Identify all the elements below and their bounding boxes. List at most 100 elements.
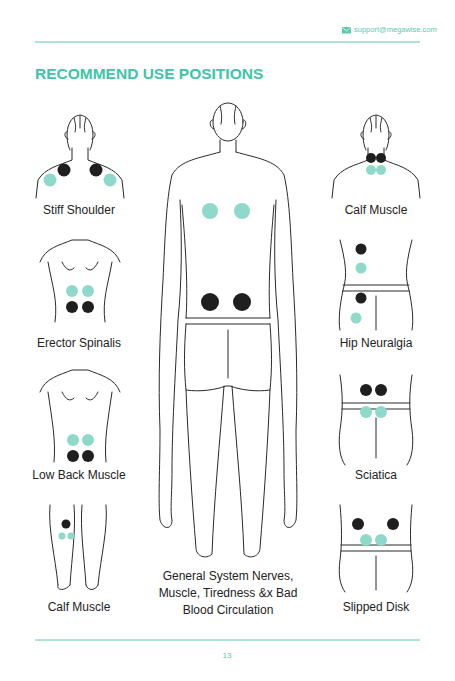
full-body-figure-part: [232, 386, 270, 557]
hip-figure: [339, 240, 413, 330]
position-label: Stiff Shoulder: [19, 203, 139, 217]
full-body-figure-part: [234, 203, 250, 219]
upper-back-figure-part: [82, 301, 94, 313]
lower-torso-figure-part: [360, 534, 372, 546]
legs-figure-part: [62, 520, 71, 529]
envelope-icon-part: [343, 28, 351, 32]
position-label: Calf Muscle: [19, 600, 139, 614]
shoulder-figure-part: [88, 148, 124, 198]
lower-torso-figure-part: [352, 518, 364, 530]
neck-figure-part: [366, 165, 376, 175]
hip-figure-part: [343, 285, 409, 291]
full-body-figure-part: [182, 205, 274, 318]
lower-back-figure-part: [82, 434, 94, 446]
contact-email: support@megawise.com: [354, 25, 449, 34]
buttocks-figure-part: [376, 418, 377, 458]
upper-back-figure-part: [104, 262, 112, 322]
position-label: Hip Neuralgia: [316, 336, 436, 350]
lower-torso-figure-part: [341, 545, 411, 551]
full-body-figure-part: [202, 203, 218, 219]
neck-figure-part: [361, 132, 391, 139]
rule-lines-part: [35, 640, 420, 641]
shoulder-figure-part: [90, 164, 103, 177]
position-label: Slipped Disk: [316, 600, 436, 614]
position-label: General System Nerves, Muscle, Tiredness…: [158, 568, 298, 619]
neck-figure-part: [332, 148, 368, 198]
full-body-figure-part: [228, 330, 229, 378]
shoulder-figure-part: [36, 148, 72, 198]
hip-figure-part: [356, 293, 367, 304]
shoulder-figure-part: [104, 174, 117, 187]
full-body-figure-part: [186, 386, 224, 557]
position-label: Low Back Muscle: [14, 468, 144, 482]
position-label: Sciatica: [316, 468, 436, 482]
buttocks-figure-part: [339, 375, 345, 465]
position-label: Calf Muscle: [316, 203, 436, 217]
full-body-figure-part: [159, 152, 220, 528]
shoulder-figure-part: [58, 164, 71, 177]
buttocks-figure-part: [375, 384, 387, 396]
hip-figure-part: [356, 244, 367, 255]
neck-figure-part: [376, 153, 386, 163]
full-body-figure-part: [233, 293, 251, 311]
full-body-figure-part: [220, 106, 236, 124]
upper-back-figure-part: [62, 262, 98, 270]
upper-back-figure-part: [66, 285, 78, 297]
envelope-icon: [342, 27, 351, 34]
upper-back-figure-part: [40, 240, 120, 262]
hip-figure-part: [356, 263, 367, 274]
legs-figure: [50, 505, 107, 590]
lower-back-figure: [40, 370, 120, 462]
shoulder-figure-part: [74, 116, 86, 132]
neck-figure-part: [366, 153, 376, 163]
neck-figure-part: [376, 165, 386, 175]
lower-back-figure-part: [82, 450, 94, 462]
hip-figure-part: [351, 313, 362, 324]
legs-figure-part: [81, 505, 106, 585]
buttocks-figure-part: [342, 403, 410, 409]
neck-figure-part: [370, 116, 382, 132]
shoulder-figure-part: [65, 132, 95, 139]
shoulder-figure: [36, 115, 124, 198]
full-body-figure: [159, 103, 297, 557]
full-body-figure-part: [186, 318, 270, 324]
shoulder-figure-part: [67, 115, 93, 150]
upper-back-figure-part: [66, 301, 78, 313]
lower-torso-figure-part: [375, 534, 387, 546]
page-title: RECOMMEND USE POSITIONS: [35, 65, 263, 83]
legs-figure-part: [68, 533, 75, 540]
lower-back-figure-part: [67, 434, 79, 446]
lower-torso-figure: [339, 505, 413, 592]
legs-figure-part: [58, 585, 98, 590]
neck-figure-part: [363, 115, 389, 150]
lower-back-figure-part: [62, 392, 98, 400]
lower-back-figure-part: [48, 392, 55, 462]
neck-figure-part: [384, 148, 420, 198]
envelope-icon-part: [342, 27, 351, 34]
upper-back-figure: [40, 240, 120, 322]
page-number: 13: [197, 651, 257, 661]
position-label: Erector Spinalis: [19, 336, 139, 350]
neck-figure: [332, 115, 420, 198]
lower-back-figure-part: [105, 392, 112, 462]
buttocks-figure-part: [360, 406, 372, 418]
legs-figure-part: [50, 505, 75, 585]
buttocks-figure-part: [375, 406, 387, 418]
lower-torso-figure-part: [407, 505, 413, 592]
lower-back-figure-part: [67, 450, 79, 462]
buttocks-figure: [339, 375, 413, 465]
upper-back-figure-part: [82, 285, 94, 297]
full-body-figure-part: [210, 120, 246, 129]
lower-torso-figure-part: [387, 518, 399, 530]
full-body-figure-part: [220, 140, 236, 152]
full-body-figure-part: [185, 324, 272, 391]
buttocks-figure-part: [407, 375, 413, 465]
lower-torso-figure-part: [339, 505, 345, 592]
full-body-figure-part: [213, 103, 243, 141]
lower-back-figure-part: [40, 370, 120, 392]
shoulder-figure-part: [44, 174, 57, 187]
upper-back-figure-part: [48, 262, 56, 322]
lower-torso-figure-part: [376, 556, 377, 590]
rule-lines-part: [35, 42, 420, 43]
